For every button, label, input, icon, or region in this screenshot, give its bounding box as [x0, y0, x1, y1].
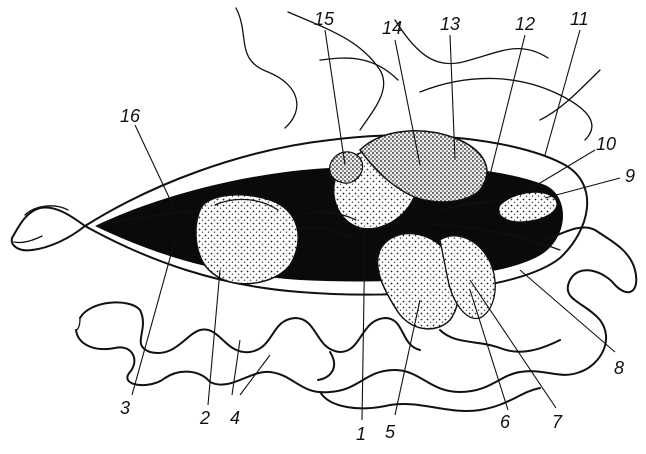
- label-5: 5: [385, 422, 396, 442]
- label-10: 10: [596, 134, 616, 154]
- label-11: 11: [570, 9, 589, 29]
- label-6: 6: [500, 412, 511, 432]
- label-4: 4: [230, 408, 240, 428]
- label-8: 8: [614, 358, 624, 378]
- label-15: 15: [314, 9, 335, 29]
- label-14: 14: [382, 18, 402, 38]
- mesentery-lines: [236, 8, 600, 140]
- label-2: 2: [199, 408, 210, 428]
- label-9: 9: [625, 166, 635, 186]
- label-16: 16: [120, 106, 141, 126]
- label-3: 3: [120, 398, 130, 418]
- heart: [196, 195, 298, 284]
- label-7: 7: [552, 412, 563, 432]
- label-1: 1: [356, 424, 366, 444]
- label-13: 13: [440, 14, 460, 34]
- label-12: 12: [515, 14, 535, 34]
